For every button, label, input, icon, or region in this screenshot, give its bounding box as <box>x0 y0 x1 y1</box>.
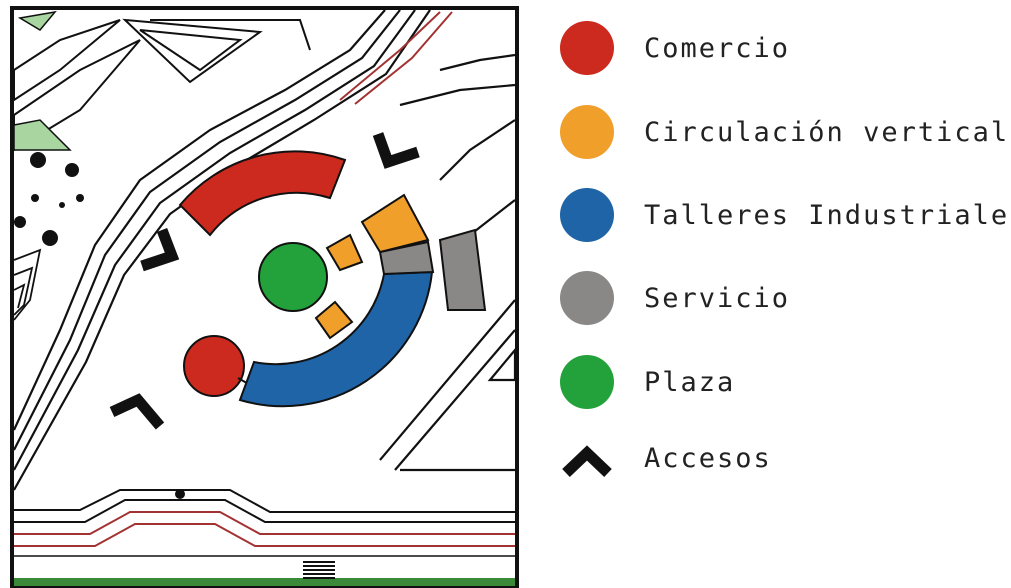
green-circle <box>560 355 614 409</box>
legend-label: Plaza <box>644 366 736 398</box>
chevron-up-icon <box>562 445 612 477</box>
bottom-roads <box>14 489 515 523</box>
gray-circle <box>560 271 614 325</box>
green-strip <box>14 578 515 586</box>
legend-label: Circulación vertical <box>644 116 1010 148</box>
legend-item-plaza: Plaza <box>560 352 735 412</box>
legend-item-servicio: Servicio <box>560 268 790 328</box>
comercio-arc <box>178 150 347 237</box>
legend-item-circulacion: Circulación vertical <box>560 102 1009 162</box>
bottom-tree <box>175 489 185 499</box>
site-plan <box>10 6 519 588</box>
acceso-bottom-left <box>109 393 165 430</box>
plaza-circle <box>258 242 328 312</box>
green-triangle <box>13 119 72 151</box>
legend-label: Accesos <box>644 442 772 474</box>
legend-label: Servicio <box>644 282 791 314</box>
circulacion-small-top <box>325 233 364 272</box>
acceso-left <box>140 228 180 272</box>
servicio-arc <box>438 228 487 311</box>
circulacion-top <box>360 193 430 254</box>
orange-circle <box>560 105 614 159</box>
legend-item-comercio: Comercio <box>560 18 790 78</box>
comercio-circle <box>183 335 245 397</box>
red-road-lines <box>339 11 453 105</box>
acceso-top-right <box>372 132 420 169</box>
blue-circle <box>560 188 614 242</box>
bottom-red-roads <box>14 511 515 547</box>
stairs-symbol <box>303 561 335 579</box>
accesos-markers <box>109 132 420 430</box>
green-triangle-top <box>17 10 57 31</box>
talleres-arc <box>238 270 434 408</box>
legend-label: Comercio <box>644 32 791 64</box>
legend: Comercio Circulación vertical Talleres I… <box>560 0 1011 588</box>
right-road <box>379 53 517 472</box>
legend-label: Talleres Industriales <box>644 199 1011 231</box>
trees <box>14 152 84 246</box>
servicio-block <box>378 240 435 276</box>
legend-item-talleres: Talleres Industriales <box>560 185 1011 245</box>
red-circle <box>560 21 614 75</box>
left-contours <box>13 248 42 321</box>
legend-item-accesos: Accesos <box>560 428 772 488</box>
circulacion-small-bottom <box>314 300 354 340</box>
